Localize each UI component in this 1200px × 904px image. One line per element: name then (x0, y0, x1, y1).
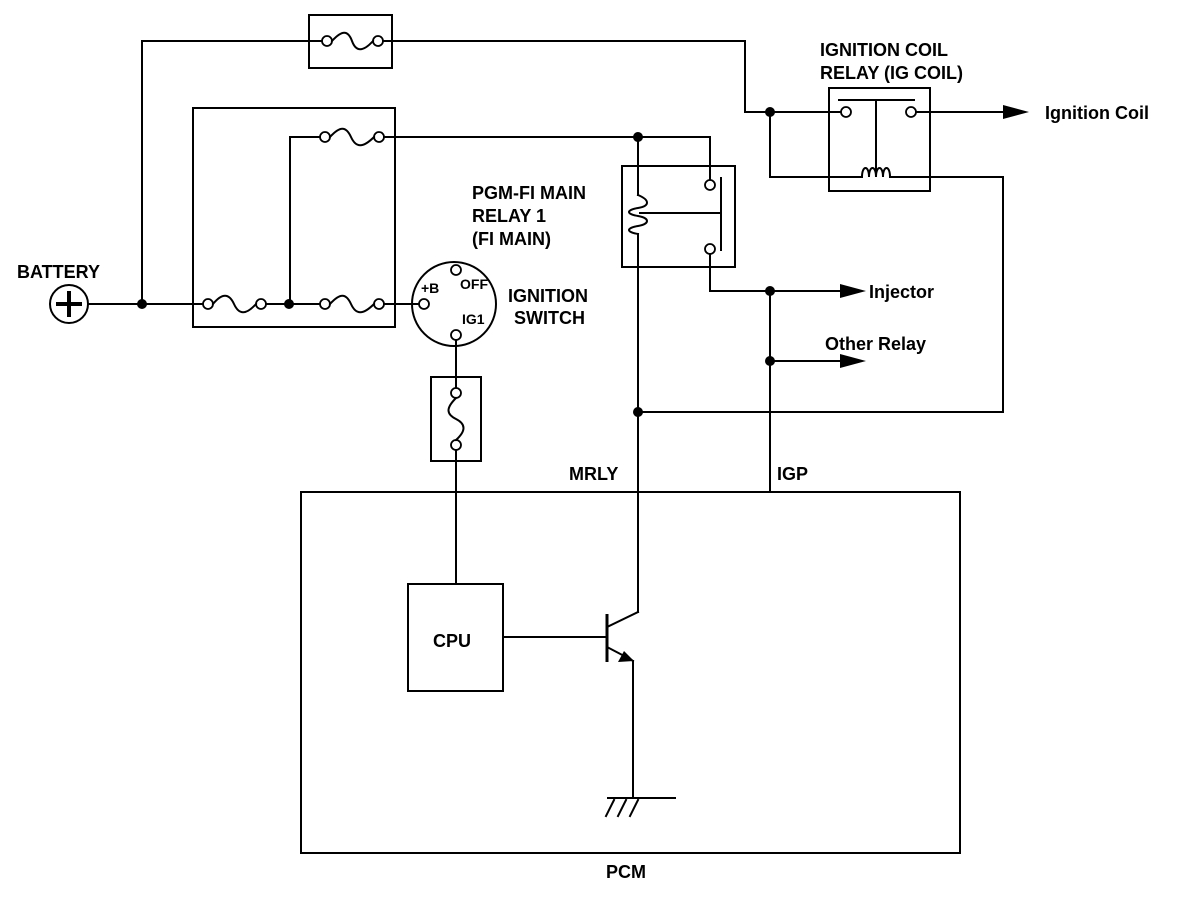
ig-coil-relay (828, 87, 931, 192)
pcm-label: PCM (606, 862, 646, 882)
fuse-ig1 (430, 376, 482, 462)
battery-symbol (49, 284, 89, 324)
ig-coil-relay-label-2: RELAY (IG COIL) (820, 63, 963, 83)
ignition-coil-label: Ignition Coil (1045, 103, 1149, 123)
other-relay-label: Other Relay (825, 334, 926, 354)
injector-label: Injector (869, 282, 934, 302)
main-relay (621, 165, 736, 268)
ignition-switch-label-1: IGNITION (508, 286, 588, 306)
switch-ig1: IG1 (462, 311, 485, 327)
battery-bus-wire (87, 40, 324, 309)
ig-coil-relay-label-1: IGNITION COIL (820, 40, 948, 60)
pcm-box (300, 491, 961, 854)
fuse-ig-coil (308, 14, 393, 69)
cpu-label: CPU (433, 631, 471, 651)
main-relay-label-3: (FI MAIN) (472, 229, 551, 249)
battery-label: BATTERY (17, 262, 100, 282)
arrow-other-relay (840, 354, 866, 368)
igp-label: IGP (777, 464, 808, 484)
main-relay-label-2: RELAY 1 (472, 206, 546, 226)
arrow-injector (840, 284, 866, 298)
ignition-switch: +B OFF IG1 (411, 261, 497, 347)
arrow-ignition-coil (1003, 105, 1029, 119)
ground-symbol (604, 797, 676, 818)
ignition-switch-label-2: SWITCH (514, 308, 585, 328)
mrly-label: MRLY (569, 464, 618, 484)
transistor (605, 610, 640, 799)
switch-off: OFF (460, 276, 488, 292)
main-relay-label-1: PGM-FI MAIN (472, 183, 586, 203)
fuse-box (192, 107, 396, 328)
switch-plus-b: +B (421, 280, 439, 296)
